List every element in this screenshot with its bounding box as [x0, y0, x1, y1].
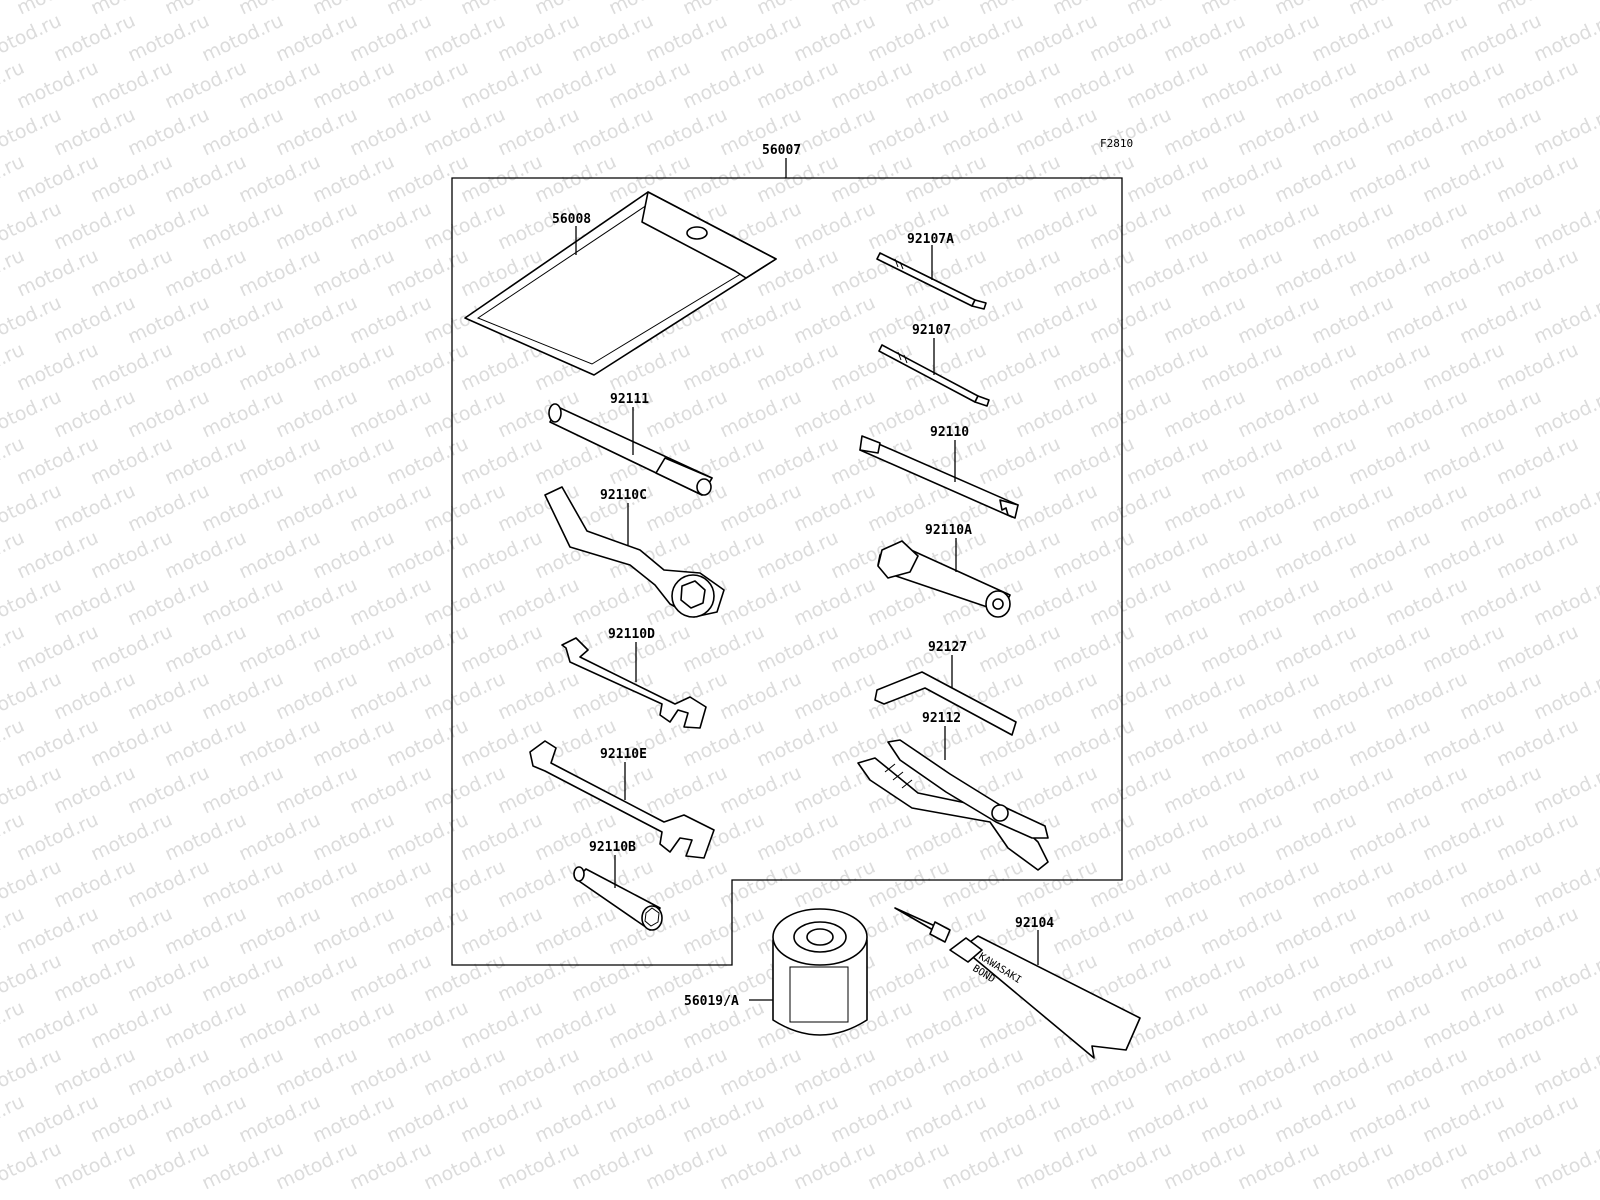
label-wrench-d: 92110D — [608, 627, 655, 642]
wrench-d — [561, 637, 707, 729]
spanner — [859, 435, 1019, 519]
label-bar: 92111 — [610, 392, 649, 407]
label-spanner: 92110 — [930, 425, 969, 440]
screwdriver-a — [876, 252, 987, 310]
extension-bar — [548, 403, 713, 496]
label-bond-tube: 92104 — [1015, 916, 1054, 931]
pliers — [857, 739, 1049, 871]
label-screwdriver-a: 92107A — [907, 232, 954, 247]
label-socket-b: 92110B — [589, 840, 636, 855]
label-screwdriver: 92107 — [912, 323, 951, 338]
wrench-e — [529, 740, 715, 859]
label-box-wrench-c: 92110C — [600, 488, 647, 503]
label-hex-key: 92127 — [928, 640, 967, 655]
label-plug-wrench: 92110A — [925, 523, 972, 538]
label-pouch: 56008 — [552, 212, 591, 227]
plug-wrench — [877, 540, 1011, 618]
kit-outline — [451, 177, 1123, 966]
screwdriver — [878, 344, 990, 407]
hex-key — [874, 671, 1017, 736]
socket-b — [573, 866, 663, 931]
label-wrench-e: 92110E — [600, 747, 647, 762]
box-wrench-c — [544, 486, 725, 618]
oil-filter — [772, 908, 868, 1036]
label-oil-filter: 56019/A — [684, 994, 739, 1009]
label-kit: 56007 — [762, 143, 801, 158]
kawasaki-bond-tube: KAWASAKI BOND — [894, 907, 1141, 1059]
figure-code: F2810 — [1100, 137, 1133, 150]
label-pliers: 92112 — [922, 711, 961, 726]
tool-pouch — [464, 191, 777, 376]
